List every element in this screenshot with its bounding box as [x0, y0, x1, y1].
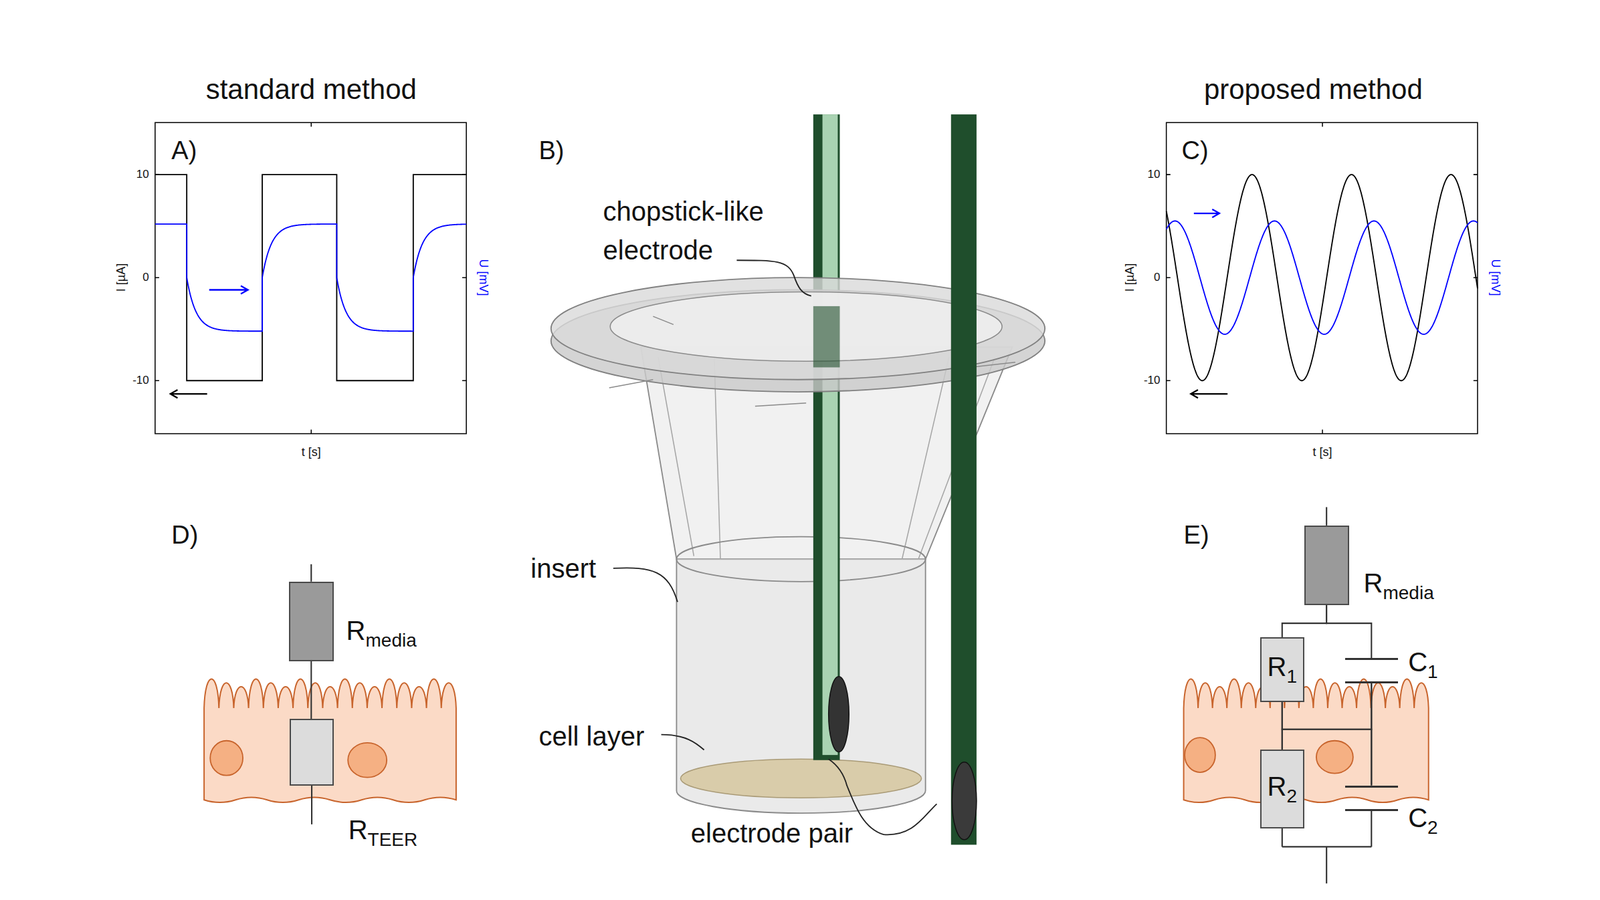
symbol-letter: R	[1267, 652, 1287, 682]
text-label: I [µA]	[1123, 263, 1138, 292]
symbol-letter: C	[1408, 803, 1428, 833]
current-sine	[1166, 174, 1478, 381]
circuit-wire	[1326, 605, 1372, 659]
panel-title: proposed method	[1204, 72, 1423, 107]
drawn-shape	[1325, 507, 1328, 526]
drawn-shape	[676, 537, 926, 582]
capacitor-symbol: C1	[1345, 658, 1398, 684]
symbol-subscript: 1	[1286, 666, 1297, 687]
resistor-symbol: R2	[1260, 749, 1305, 829]
drawn-shape	[155, 122, 467, 434]
drawn-shape	[822, 114, 839, 756]
text-label: t [s]	[1313, 446, 1333, 461]
cell-nucleus	[210, 741, 243, 776]
text-label: t [s]	[301, 446, 322, 461]
text-label: 0	[1153, 270, 1160, 285]
cell-layer	[204, 678, 457, 803]
leader-lines	[613, 260, 938, 835]
text-label: 10	[1147, 167, 1161, 182]
drawn-shape	[813, 114, 841, 761]
cell-nucleus	[1316, 741, 1354, 774]
chopstick-electrode	[813, 114, 849, 761]
text-label: U [mV]	[1487, 258, 1503, 296]
text-label: U [mV]	[475, 258, 491, 296]
drawn-shape	[951, 762, 977, 841]
circuit-wire	[310, 661, 312, 720]
symbol-letter: R	[348, 815, 368, 845]
symbol-subscript: TEER	[367, 829, 419, 851]
text-label: C)	[1181, 135, 1209, 167]
drawn-shape	[610, 292, 1003, 362]
text-label: I [µA]	[114, 263, 130, 292]
drawn-shape	[951, 114, 977, 845]
component-label: Rmedia	[346, 617, 417, 645]
resistor-symbol: RTEER	[289, 719, 334, 786]
cell-nucleus	[347, 743, 387, 778]
text-label: E)	[1183, 520, 1210, 552]
text-label: cell layer	[538, 720, 645, 753]
drawn-shape	[1166, 122, 1478, 434]
circuit-wire	[1282, 605, 1327, 639]
resistor-symbol: Rmedia	[1304, 525, 1350, 606]
text-label: A)	[171, 135, 197, 167]
symbol-letter: R	[346, 616, 366, 646]
component-label: C2	[1408, 804, 1438, 832]
symbol-subscript: 2	[1286, 785, 1297, 807]
component-label: C1	[1408, 648, 1438, 676]
drawn-shape	[613, 567, 678, 603]
resistor-symbol: R1	[1260, 637, 1305, 702]
panel-title: standard method	[206, 72, 417, 107]
drawn-shape	[1166, 122, 1478, 434]
text-label: -10	[1143, 373, 1161, 388]
component-label: Rmedia	[1363, 569, 1435, 597]
voltage-curve	[155, 224, 467, 332]
current-square-wave	[155, 174, 467, 381]
circuit-wire	[1370, 683, 1372, 786]
symbol-subscript: 1	[1427, 661, 1439, 683]
symbol-letter: C	[1408, 647, 1428, 677]
text-label: chopstick-like electrode	[603, 191, 813, 270]
cell-nucleus	[1184, 737, 1216, 773]
component-label: RTEER	[348, 816, 419, 844]
text-label: 10	[136, 167, 150, 182]
symbol-subscript: media	[1382, 582, 1434, 604]
drawn-shape	[813, 306, 841, 368]
drawn-shape	[680, 759, 922, 798]
text-label: 0	[142, 270, 149, 285]
text-label: electrode pair	[690, 817, 853, 850]
symbol-subscript: media	[365, 630, 417, 651]
drawn-shape	[736, 260, 811, 296]
drawn-shape	[209, 285, 249, 294]
component-label: R2	[1267, 773, 1297, 800]
resistor-symbol: Rmedia	[288, 581, 334, 662]
drawn-shape	[1193, 209, 1220, 218]
symbol-letter: R	[1363, 568, 1384, 598]
drawn-shape	[1190, 389, 1228, 398]
text-label: D)	[171, 520, 198, 552]
capacitor-symbol: C2	[1345, 785, 1398, 812]
circuit-wire	[311, 507, 1372, 884]
drawn-shape	[311, 785, 313, 825]
drawn-shape	[676, 559, 926, 814]
drawn-shape	[828, 676, 850, 753]
component-label: R1	[1267, 653, 1297, 681]
drawn-shape	[883, 804, 937, 835]
drawn-shape	[661, 735, 705, 751]
drawn-shape	[170, 389, 208, 398]
text-label: -10	[132, 373, 150, 388]
text-label: B)	[538, 135, 564, 167]
voltage-sine	[1166, 220, 1478, 334]
symbol-letter: R	[1267, 771, 1287, 802]
cell-layer	[1183, 678, 1429, 803]
symbol-subscript: 2	[1427, 817, 1439, 839]
text-label: insert	[530, 552, 596, 585]
drawn-shape	[155, 122, 467, 434]
drawn-shape	[310, 564, 312, 582]
chopstick-electrode	[951, 114, 977, 845]
